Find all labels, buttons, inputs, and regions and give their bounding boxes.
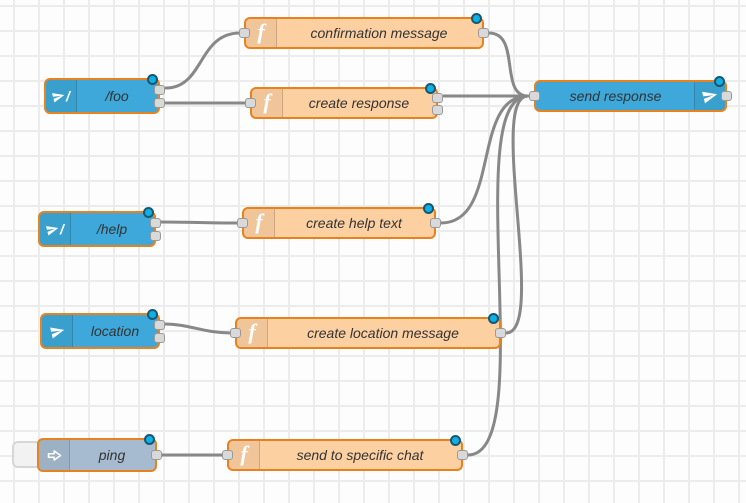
- output-port-1[interactable]: [151, 450, 162, 460]
- changed-indicator: [488, 313, 499, 324]
- input-port[interactable]: [237, 218, 248, 228]
- node-label: location: [90, 323, 140, 339]
- function-f-icon: f: [252, 89, 283, 117]
- output-port-1[interactable]: [478, 28, 489, 38]
- node-location[interactable]: location: [40, 309, 165, 349]
- node-label: confirmation message: [310, 25, 448, 41]
- node-help[interactable]: / /help: [38, 207, 161, 247]
- wire-confirmation-to-send-response[interactable]: [487, 31, 530, 98]
- function-f-icon: f: [237, 319, 268, 347]
- wire-foo-to-confirmation[interactable]: [164, 31, 242, 90]
- wire-send-to-specific-chat-to-send-response[interactable]: [466, 94, 530, 457]
- node-label: /help: [96, 221, 128, 237]
- paper-plane-slash-icon: /: [40, 213, 71, 245]
- wire-create-location-message-to-send-response[interactable]: [504, 94, 530, 335]
- node-confirmation-message[interactable]: f confirmation message: [239, 13, 489, 49]
- output-port-1[interactable]: [154, 319, 165, 330]
- changed-indicator: [144, 434, 155, 445]
- input-port[interactable]: [230, 328, 241, 338]
- paper-plane-slash-icon: /: [46, 80, 77, 112]
- node-label: create location message: [307, 325, 459, 341]
- output-port-1[interactable]: [457, 450, 468, 460]
- changed-indicator: [425, 83, 436, 94]
- input-port[interactable]: [529, 91, 540, 101]
- node-send-to-specific-chat[interactable]: f send to specific chat: [222, 435, 468, 471]
- node-label: create help text: [306, 215, 402, 231]
- input-port[interactable]: [222, 450, 233, 460]
- output-port-1[interactable]: [154, 84, 165, 95]
- output-port-1[interactable]: [150, 217, 161, 228]
- node-send-response[interactable]: send response: [529, 76, 732, 112]
- output-port-1[interactable]: [430, 218, 441, 228]
- node-label: create response: [308, 95, 410, 111]
- wire-help-to-create-help-text[interactable]: [159, 220, 240, 225]
- changed-indicator: [423, 203, 434, 214]
- input-port[interactable]: [239, 28, 250, 38]
- node-label: send response: [569, 88, 662, 104]
- node-label: ping: [98, 447, 126, 463]
- changed-indicator: [147, 309, 158, 320]
- changed-indicator: [450, 435, 461, 446]
- inject-arrow-icon: [39, 440, 70, 470]
- output-port-2[interactable]: [432, 104, 443, 115]
- input-port[interactable]: [245, 98, 256, 108]
- output-port-1[interactable]: [495, 328, 506, 338]
- wire-create-help-text-to-send-response[interactable]: [439, 94, 530, 225]
- output-port-2[interactable]: [150, 230, 161, 241]
- node-ping[interactable]: ping: [37, 434, 162, 472]
- output-port-2[interactable]: [154, 97, 165, 108]
- node-create-response[interactable]: f create response: [245, 83, 443, 119]
- node-label: /foo: [105, 88, 129, 104]
- changed-indicator: [714, 76, 725, 87]
- function-f-icon: f: [229, 441, 260, 469]
- node-create-location-message[interactable]: f create location message: [230, 313, 506, 349]
- node-foo[interactable]: / /foo: [44, 74, 165, 114]
- output-port-1[interactable]: [721, 91, 732, 101]
- node-create-help-text[interactable]: f create help text: [237, 203, 441, 239]
- function-f-icon: f: [246, 19, 277, 47]
- output-port-1[interactable]: [432, 93, 443, 104]
- function-f-icon: f: [244, 209, 275, 237]
- output-port-2[interactable]: [154, 332, 165, 343]
- paper-plane-icon: [42, 315, 73, 347]
- paper-plane-icon: [694, 82, 725, 110]
- node-label: send to specific chat: [296, 447, 424, 463]
- changed-indicator: [143, 207, 154, 218]
- wire-location-to-create-location-message[interactable]: [163, 322, 233, 335]
- changed-indicator: [147, 74, 158, 85]
- changed-indicator: [471, 13, 482, 24]
